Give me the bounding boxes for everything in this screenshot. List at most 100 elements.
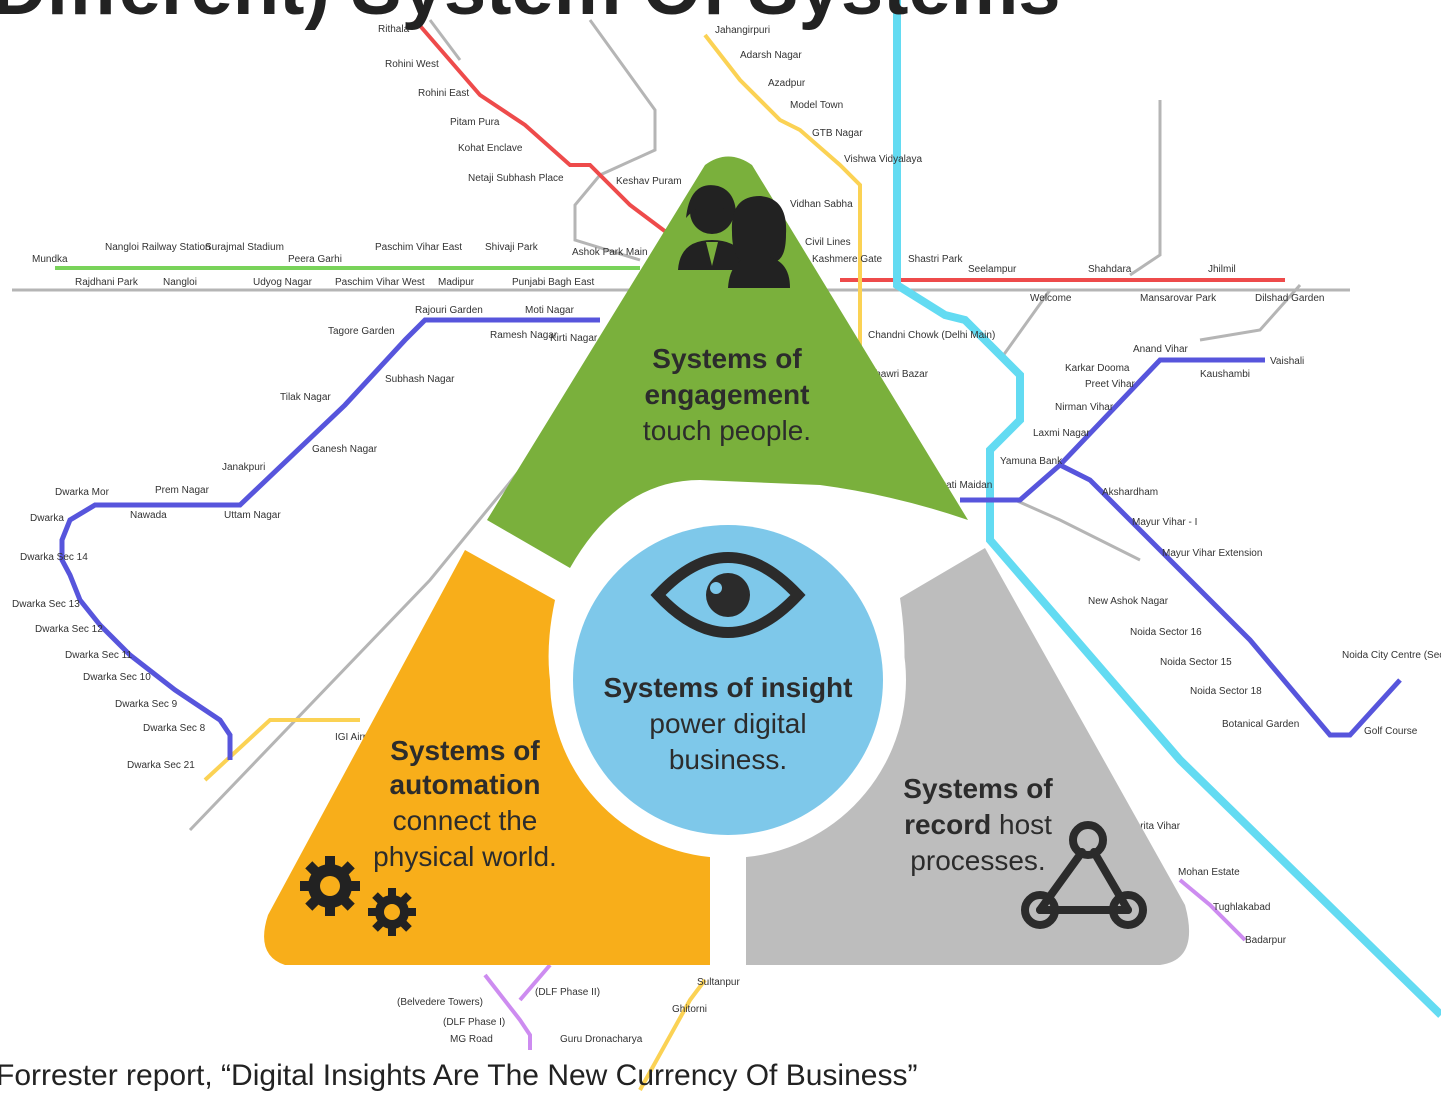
station-label: Mansarovar Park <box>1140 293 1217 304</box>
station-label: Kashmere Gate <box>812 254 882 265</box>
engagement-line1: Systems of <box>652 343 802 374</box>
station-label: Noida Sector 16 <box>1130 627 1202 638</box>
station-label: Punjabi Bagh East <box>512 277 595 288</box>
metro-map-background: Rithala Rohini West Rohini East Pitam Pu… <box>12 0 1441 1091</box>
station-label: (DLF Phase II) <box>535 987 600 998</box>
station-label: Botanical Garden <box>1222 719 1299 730</box>
automation-text: Systems of automation connect the physic… <box>373 735 557 872</box>
engagement-segment <box>487 156 968 568</box>
station-label: Netaji Subhash Place <box>468 173 564 184</box>
station-label: Noida Sector 15 <box>1160 657 1232 668</box>
station-label: Dwarka Sec 13 <box>12 599 80 610</box>
station-label: Uttam Nagar <box>224 510 281 521</box>
station-label: Vaishali <box>1270 356 1304 367</box>
station-label: Udyog Nagar <box>253 277 313 288</box>
station-label: Seelampur <box>968 264 1017 275</box>
station-label: Kirti Nagar <box>550 333 598 344</box>
station-label: Jhilmil <box>1208 264 1236 275</box>
station-label: Anand Vihar <box>1133 344 1189 355</box>
station-label: (DLF Phase I) <box>443 1017 505 1028</box>
station-label: Tilak Nagar <box>280 392 331 403</box>
station-label: Surajmal Stadium <box>205 242 284 253</box>
station-label: Dilshad Garden <box>1255 293 1324 304</box>
station-label: Dwarka Sec 8 <box>143 723 206 734</box>
station-label: Madipur <box>438 277 475 288</box>
station-label: Rajdhani Park <box>75 277 139 288</box>
automation-segment <box>264 550 710 965</box>
station-label: Yamuna Bank <box>1000 456 1063 467</box>
people-icon <box>678 185 790 288</box>
record-line1: Systems of <box>903 773 1053 804</box>
metro-line-blue <box>59 317 1402 760</box>
station-label: (Belvedere Towers) <box>397 997 483 1008</box>
engagement-line3: touch people. <box>643 415 811 446</box>
station-label: Preet Vihar <box>1085 379 1136 390</box>
station-label: Prem Nagar <box>155 485 210 496</box>
station-label: Jahangirpuri <box>715 25 770 36</box>
metro-line-magenta <box>483 878 1247 1050</box>
station-label: Dwarka Sec 11 <box>65 650 133 661</box>
page-title: Different) System Of Systems <box>0 0 1061 31</box>
station-label: Mayur Vihar - I <box>1132 517 1197 528</box>
station-label: Nangloi Railway Station <box>105 242 211 253</box>
record-line2-bold: record <box>904 809 991 840</box>
station-label: Welcome <box>1030 293 1072 304</box>
station-label: Dwarka <box>30 513 64 524</box>
engagement-line2: engagement <box>645 379 810 410</box>
metro-line-red <box>413 18 1285 282</box>
station-label: Moti Nagar <box>525 305 575 316</box>
gears-icon <box>300 856 416 936</box>
station-label: Ashok Park Main <box>572 247 648 258</box>
station-label: Chandni Chowk (Delhi Main) <box>868 330 995 341</box>
station-label: Pragati Maidan <box>925 480 992 491</box>
station-label: Pitam Pura <box>450 117 500 128</box>
insight-line3: business. <box>669 744 787 775</box>
insight-circle <box>573 525 883 835</box>
station-label: Janakpuri <box>222 462 265 473</box>
station-label: MG Road <box>450 1034 493 1045</box>
automation-line2: automation <box>390 769 541 800</box>
metro-line-yellow <box>203 33 862 1091</box>
station-label: Nawada <box>130 510 167 521</box>
station-label: Subhash Nagar <box>385 374 455 385</box>
record-line2: record host <box>904 809 1052 840</box>
record-text: Systems of record host processes. <box>903 773 1053 876</box>
automation-line1: Systems of <box>390 735 540 766</box>
station-label: Rajouri Garden <box>415 305 483 316</box>
station-label: Nirman Vihar <box>1055 402 1114 413</box>
station-label: Paschim Vihar East <box>375 242 462 253</box>
station-label: Shahdara <box>1088 264 1132 275</box>
station-label: Vishwa Vidyalaya <box>844 154 922 165</box>
insight-line1: Systems of insight <box>604 672 853 703</box>
station-label: Nangloi <box>163 277 197 288</box>
station-label: Guru Dronacharya <box>560 1034 643 1045</box>
station-label: Ganesh Nagar <box>312 444 378 455</box>
metro-line-cyan <box>893 0 1441 1018</box>
station-label: Model Town <box>790 100 843 111</box>
station-label: Mundka <box>32 254 68 265</box>
station-label: Tagore Garden <box>328 326 395 337</box>
station-label: Akshardham <box>1102 487 1158 498</box>
station-label: Noida Sector 18 <box>1190 686 1262 697</box>
station-label: Tughlakabad <box>1213 902 1270 913</box>
station-label: Chawri Bazar <box>868 369 929 380</box>
station-label: New Ashok Nagar <box>1088 596 1169 607</box>
station-label: Adarsh Nagar <box>740 50 802 61</box>
station-label: Dwarka Sec 9 <box>115 699 178 710</box>
station-label: Rohini East <box>418 88 469 99</box>
station-label: Vidhan Sabha <box>790 199 853 210</box>
automation-line4: physical world. <box>373 841 557 872</box>
station-label: Laxmi Nagar <box>1033 428 1090 439</box>
station-label: Mohan Estate <box>1178 867 1240 878</box>
station-label: Ramesh Nagar <box>490 330 558 341</box>
station-label: Keshav Puram <box>616 176 682 187</box>
station-labels: Rithala Rohini West Rohini East Pitam Pu… <box>12 24 1441 1045</box>
station-label: Kohat Enclave <box>458 143 523 154</box>
station-label: Dwarka Sec 14 <box>20 552 88 563</box>
station-label: Dwarka Sec 21 <box>127 760 195 771</box>
record-line3: processes. <box>910 845 1045 876</box>
station-label: Civil Lines <box>805 237 851 248</box>
webhook-icon <box>1021 821 1147 929</box>
insight-line2: power digital <box>649 708 806 739</box>
